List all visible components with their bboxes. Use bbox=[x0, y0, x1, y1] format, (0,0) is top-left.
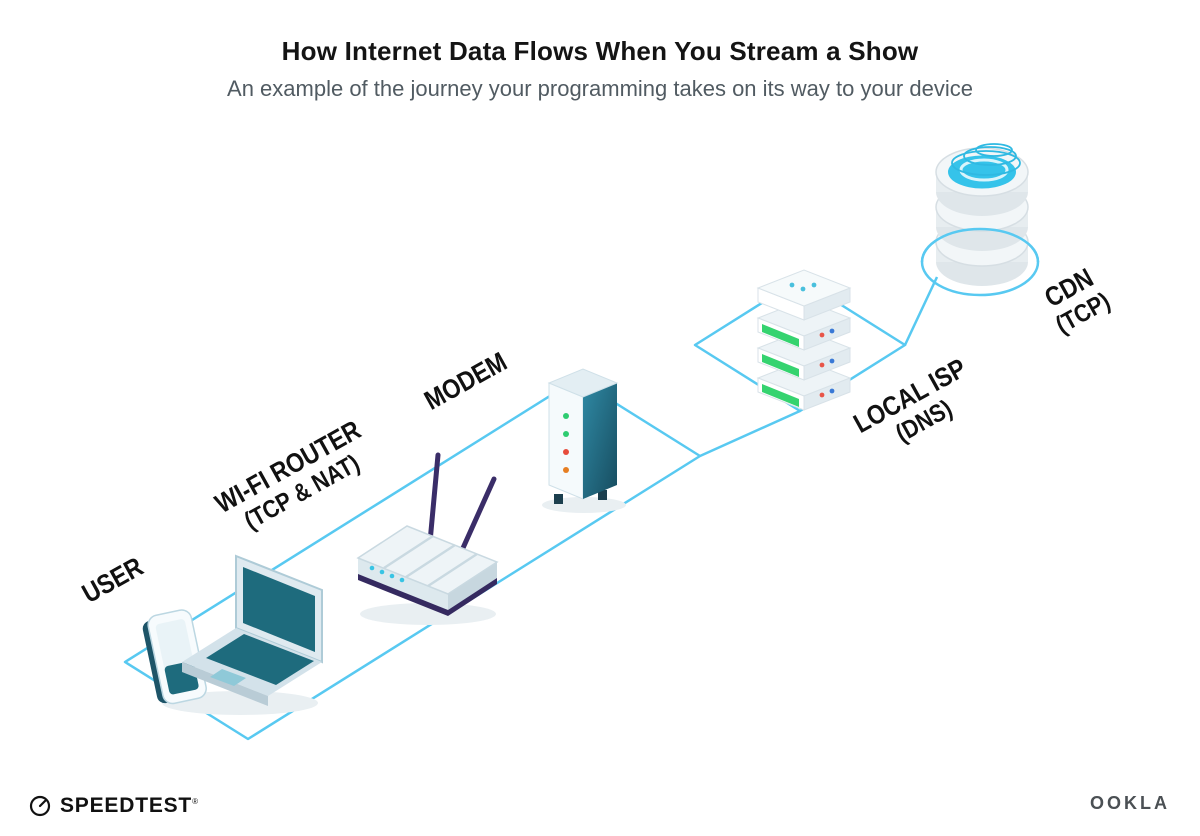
ookla-wordmark: OOKLA bbox=[1090, 793, 1170, 813]
modem-led bbox=[563, 467, 569, 473]
isp-servers-icon bbox=[756, 269, 852, 411]
speedtest-logo: SPEEDTEST® bbox=[28, 794, 199, 818]
cdn-database-icon bbox=[935, 143, 1029, 286]
page-subtitle: An example of the journey your programmi… bbox=[227, 76, 973, 101]
speedtest-gauge-icon bbox=[29, 795, 51, 817]
wifi-router-icon bbox=[356, 452, 499, 616]
user-laptop-icon bbox=[182, 554, 323, 706]
speedtest-trademark: ® bbox=[192, 797, 199, 806]
cdn-base-ring-front bbox=[920, 227, 1040, 263]
modem-icon bbox=[547, 368, 619, 504]
speedtest-wordmark: SPEEDTEST® bbox=[60, 794, 199, 817]
modem-led bbox=[563, 413, 569, 419]
modem-led bbox=[563, 431, 569, 437]
page-title: How Internet Data Flows When You Stream … bbox=[281, 36, 919, 66]
modem-led bbox=[563, 449, 569, 455]
